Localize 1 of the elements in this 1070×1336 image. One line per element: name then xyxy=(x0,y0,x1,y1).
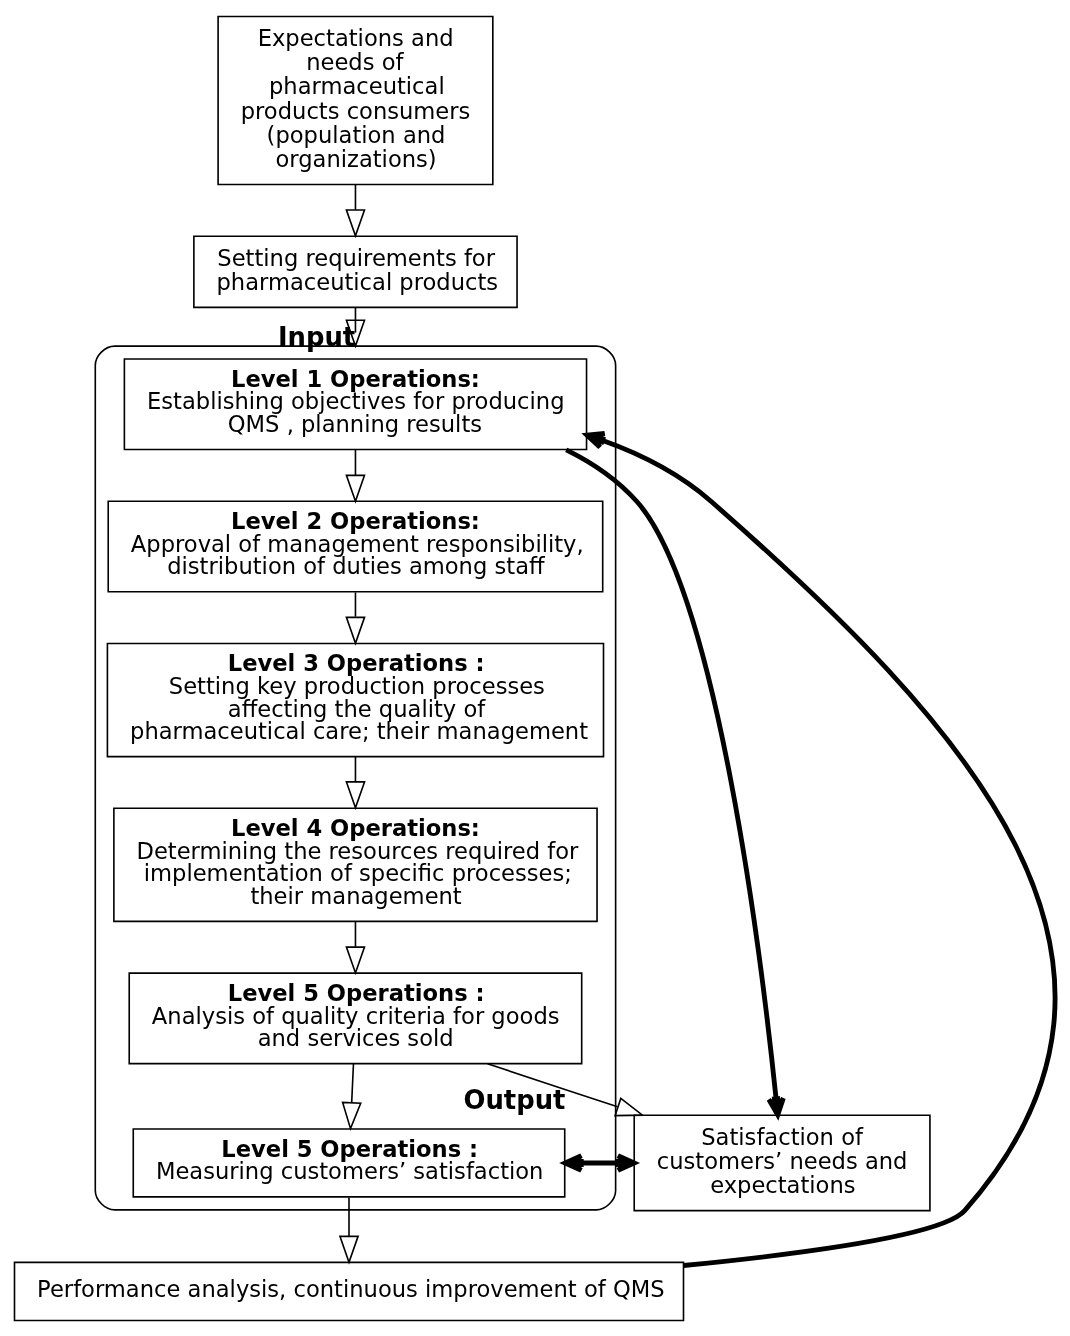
edge-label: Output xyxy=(463,1084,566,1115)
